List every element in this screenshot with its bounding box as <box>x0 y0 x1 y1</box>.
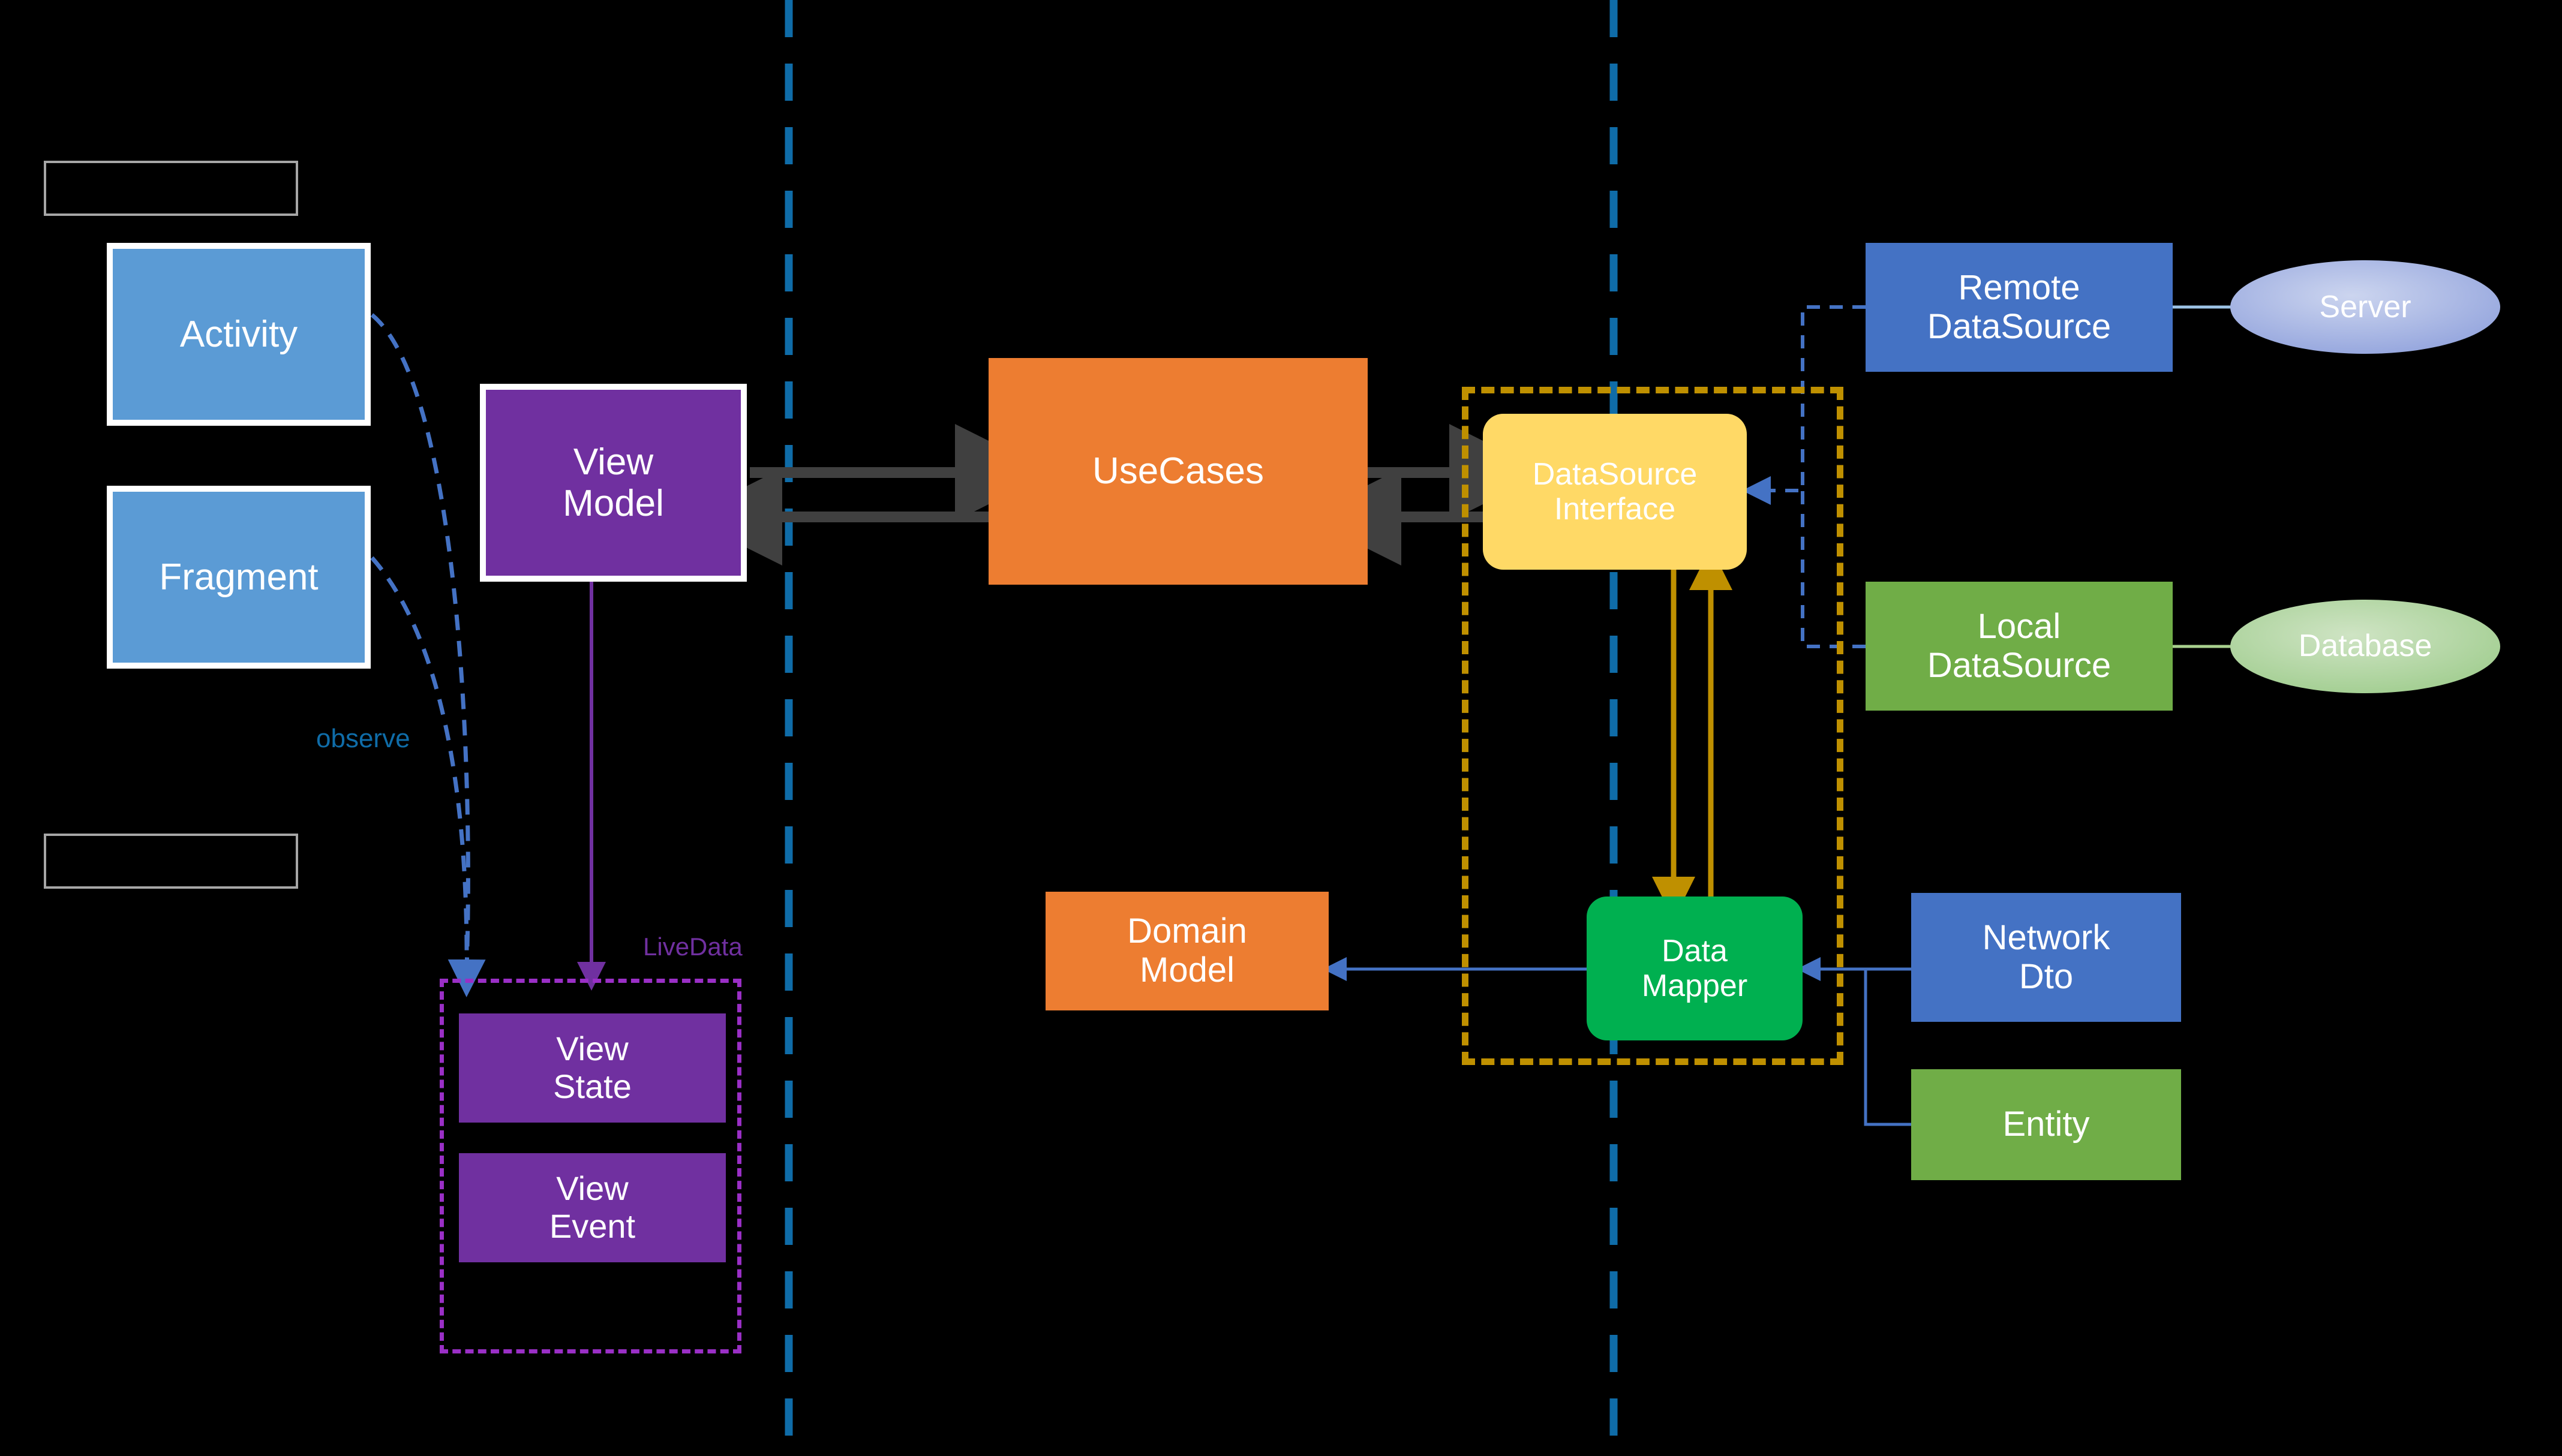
node-use-cases-label: UseCases <box>1092 450 1264 492</box>
edge-fragment-observe <box>370 556 486 997</box>
repository-group <box>1462 387 1843 1065</box>
node-remote-datasource-label: Remote DataSource <box>1927 267 2112 346</box>
node-fragment-label: Fragment <box>159 556 319 598</box>
node-local-datasource[interactable]: Local DataSource <box>1866 582 2173 711</box>
node-entity[interactable]: Entity <box>1911 1069 2181 1180</box>
node-view-event[interactable]: View Event <box>459 1153 726 1262</box>
edge-activity-observe <box>370 313 470 968</box>
livedata-group <box>440 979 741 1353</box>
node-data-mapper-label: Data Mapper <box>1641 933 1748 1003</box>
node-activity[interactable]: Activity <box>107 243 371 426</box>
node-view-state[interactable]: View State <box>459 1013 726 1123</box>
observe-label: observe <box>316 724 410 753</box>
node-network-dto[interactable]: Network Dto <box>1911 893 2181 1022</box>
node-data-mapper[interactable]: Data Mapper <box>1587 897 1803 1040</box>
node-database[interactable]: Database <box>2230 600 2500 693</box>
node-server[interactable]: Server <box>2230 261 2500 354</box>
placeholder-textbox-bottom[interactable] <box>44 834 298 889</box>
node-view-model-label: View Model <box>563 441 664 524</box>
node-view-event-label: View Event <box>549 1169 636 1245</box>
node-entity-label: Entity <box>2002 1105 2090 1144</box>
node-datasource-interface[interactable]: DataSource Interface <box>1483 414 1747 570</box>
placeholder-textbox-top[interactable] <box>44 161 298 216</box>
node-database-label: Database <box>2298 628 2432 664</box>
node-server-label: Server <box>2319 290 2411 325</box>
node-view-state-label: View State <box>553 1030 632 1105</box>
node-local-datasource-label: Local DataSource <box>1927 606 2112 685</box>
node-datasource-interface-label: DataSource Interface <box>1532 456 1698 527</box>
node-view-model[interactable]: View Model <box>480 384 747 582</box>
node-remote-datasource[interactable]: Remote DataSource <box>1866 243 2173 372</box>
node-fragment[interactable]: Fragment <box>107 486 371 669</box>
node-domain-model-label: Domain Model <box>1127 911 1247 989</box>
livedata-group-label: LiveData <box>643 932 743 961</box>
node-domain-model[interactable]: Domain Model <box>1046 892 1329 1010</box>
node-use-cases[interactable]: UseCases <box>989 358 1368 585</box>
node-activity-label: Activity <box>179 313 298 355</box>
node-network-dto-label: Network Dto <box>1982 917 2110 996</box>
